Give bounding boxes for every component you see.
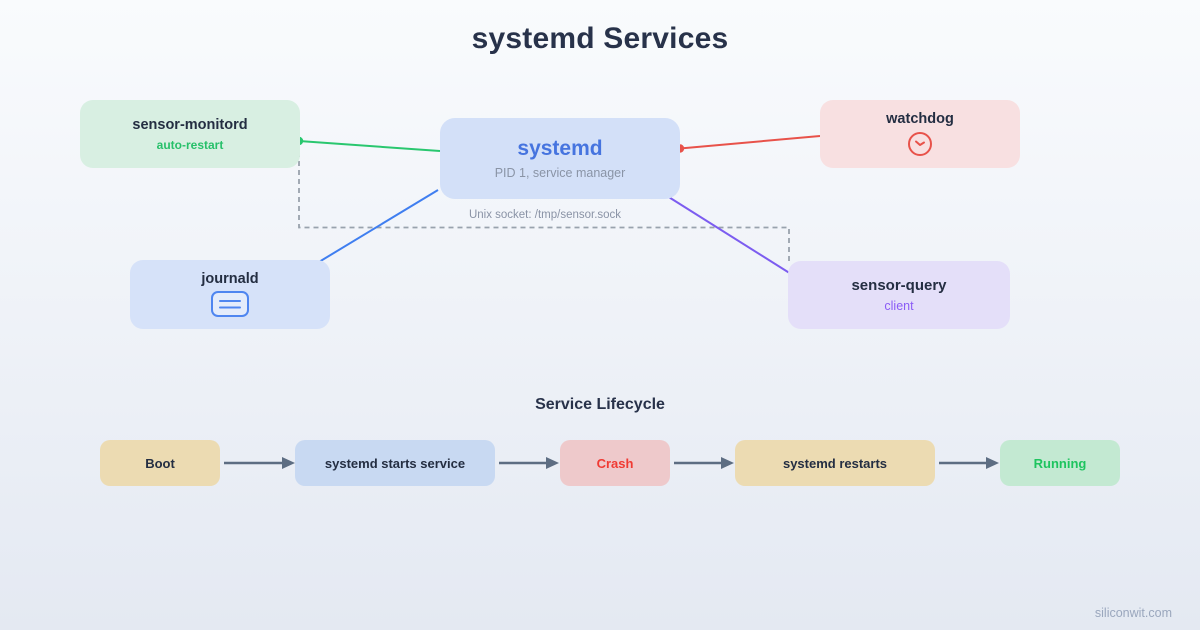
edge-systemd-journald — [308, 189, 439, 269]
arrow-2-head — [546, 457, 559, 469]
node-label: journald — [201, 271, 259, 287]
lifecycle-step-systemd-restarts: systemd restarts — [735, 440, 935, 486]
arrow-3-head — [721, 457, 734, 469]
arrow-4-head — [986, 457, 999, 469]
lifecycle-step-crash: Crash — [560, 440, 670, 486]
node-subtitle: client — [884, 299, 914, 313]
node-label: watchdog — [886, 110, 954, 127]
arrow-1-head — [282, 457, 295, 469]
clock-icon — [908, 131, 932, 156]
edge-sensor-monitord-systemd — [298, 140, 441, 152]
node-label: sensor-monitord — [132, 116, 248, 133]
edge-systemd-watchdog — [679, 135, 821, 150]
node-journald: journald — [130, 260, 330, 329]
node-label: sensor-query — [851, 277, 947, 294]
node-watchdog: watchdog — [820, 100, 1020, 168]
node-label: systemd — [517, 137, 603, 160]
node-subtitle: PID 1, service manager — [494, 166, 626, 180]
lifecycle-heading: Service Lifecycle — [535, 396, 665, 413]
page-title: systemd Services — [471, 22, 729, 55]
lifecycle-step-boot: Boot — [100, 440, 220, 486]
node-systemd: systemd PID 1, service manager — [440, 118, 680, 199]
node-sensor-query: sensor-query client — [788, 261, 1010, 329]
node-sensor-monitord: sensor-monitord auto-restart — [80, 100, 300, 168]
watermark: siliconwit.com — [1094, 606, 1172, 620]
lifecycle-step-running: Running — [1000, 440, 1120, 486]
node-subtitle: auto-restart — [156, 137, 224, 152]
edge-systemd-sensor-query — [655, 188, 800, 280]
log-lines-icon — [211, 291, 249, 317]
unix-socket-label: Unix socket: /tmp/sensor.sock — [468, 209, 622, 221]
lifecycle-step-systemd-starts-service: systemd starts service — [295, 440, 495, 486]
